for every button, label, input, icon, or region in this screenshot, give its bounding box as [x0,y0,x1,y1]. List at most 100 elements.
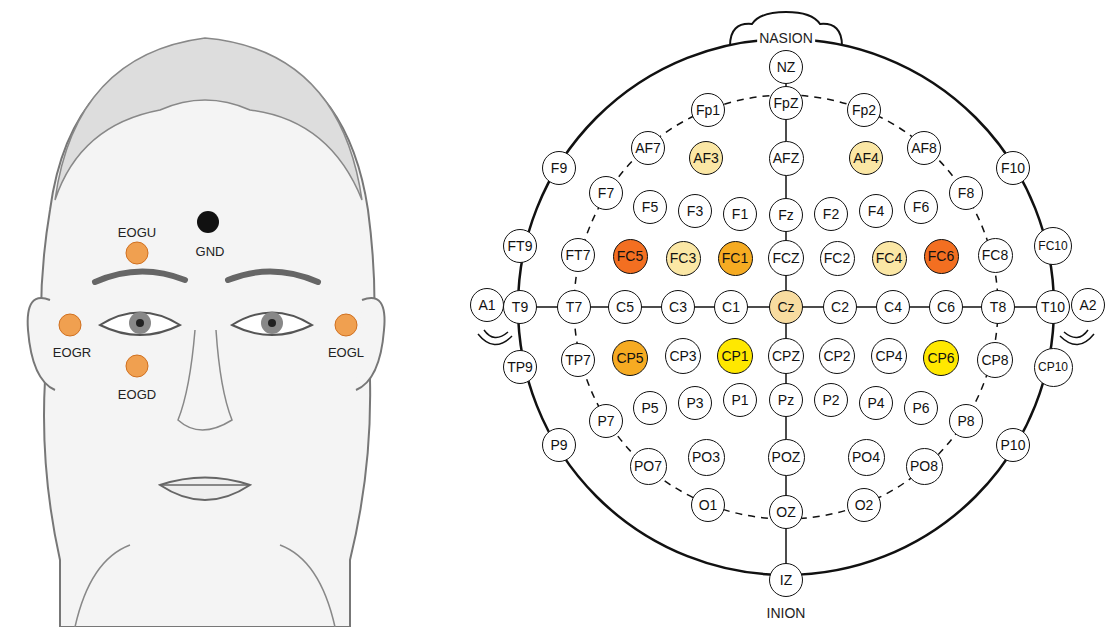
electrode-circle: T10 [1036,290,1070,324]
electrode-circle: Fp1 [691,93,725,127]
electrode-circle: C4 [876,290,910,324]
electrode-name: P7 [597,414,614,428]
electrode-circle: PO3 [688,439,725,476]
electrode-circle: P9 [542,428,576,462]
electrode-circle: F4 [859,194,893,228]
electrode-circle: CP4 [871,338,907,374]
electrode-label: EOGU [118,226,156,239]
electrode-name: Fp2 [852,103,876,117]
electrode-circle: PO8 [906,448,943,485]
electrode-name: F5 [642,200,658,214]
electrode-circle: AFZ [769,141,804,176]
landmark-label: INION [765,606,808,620]
electrode-circle: TP7 [561,343,595,377]
electrode-name: F7 [598,186,614,200]
electrode-circle: NZ [769,50,803,84]
electrode-name: CP2 [823,349,850,363]
electrode-name: CP4 [875,349,902,363]
electrode-circle: AF8 [907,131,941,165]
electrode-name: FC1 [722,251,748,265]
electrode-label: GND [196,245,225,258]
electrode-circle: FT9 [503,229,537,263]
electrode-circle: P3 [678,386,712,420]
electrode-circle: C1 [714,290,748,324]
electrode-circle: Cz [769,290,803,324]
electrode-name: A1 [478,298,495,312]
electrode-name: P2 [822,393,839,407]
electrode-name: CP5 [616,351,643,365]
electrode-circle: CP10 [1034,348,1073,387]
electrode-circle: CP6 [923,340,959,376]
electrode-name: Fp1 [696,103,720,117]
electrode-name: POZ [772,450,801,464]
electrode-name: P6 [912,401,929,415]
electrode-name: IZ [780,573,792,587]
electrode-name: O2 [855,498,874,512]
electrode-name: F9 [551,161,567,175]
electrode-name: F10 [1001,161,1025,175]
electrode-circle: F3 [678,194,712,228]
electrode-name: F1 [732,207,748,221]
electrode-circle: P10 [996,428,1030,462]
electrode-name: O1 [699,498,718,512]
electrode-name: OZ [776,505,795,519]
electrode-circle: FC8 [978,238,1013,273]
electrode-circle: A2 [1071,288,1105,322]
electrode-name: FC8 [982,248,1008,262]
electrode-name: FC3 [670,251,696,265]
electrode-circle: CPZ [768,338,804,374]
electrode-name: F8 [958,186,974,200]
electrode-circle: FC2 [820,241,855,276]
electrode-circle: P5 [633,391,667,425]
electrode-name: FCZ [772,251,799,265]
landmark-label: NASION [757,31,815,45]
electrode-name: FT9 [508,239,533,253]
electrode-name: FT7 [566,248,591,262]
electrode-name: TP7 [565,353,591,367]
electrode-circle: PO4 [848,439,885,476]
electrode-circle: FC5 [613,239,648,274]
electrode-circle: F9 [542,151,576,185]
electrode-circle: P2 [814,383,848,417]
electrode-name: CP6 [927,351,954,365]
electrode-circle: POZ [768,439,805,476]
electrode-circle: CP3 [665,338,701,374]
electrode-circle: C2 [823,290,857,324]
electrode-name: PO7 [634,459,662,473]
electrode-circle: CP2 [819,338,855,374]
electrode-label: EOGL [328,346,364,359]
electrode-name: Cz [777,300,794,314]
electrode-circle: T9 [503,290,537,324]
electrode-circle: F8 [949,176,983,210]
electrode-name: P9 [550,438,567,452]
electrode-name: F4 [868,204,884,218]
electrode-name: F3 [687,204,703,218]
electrode-circle: TP9 [503,350,537,384]
electrode-name: C5 [616,300,634,314]
electrode-circle: CP8 [977,342,1013,378]
electrode-circle: C3 [661,290,695,324]
electrode-circle: FC10 [1034,227,1072,265]
electrode-name: AF3 [693,151,719,165]
electrode-circle: PO7 [630,448,667,485]
electrode-name: CPZ [772,349,800,363]
electrode-circle: O1 [691,488,725,522]
electrode-name: P10 [1001,438,1026,452]
electrode-name: F2 [823,207,839,221]
electrode-circle: FC1 [718,241,753,276]
electrode-circle: F5 [633,190,667,224]
electrode-circle: AF4 [849,141,883,175]
electrode-circle: Fz [769,198,803,232]
electrode-circle: O2 [847,488,881,522]
electrode-name: AFZ [773,151,799,165]
electrode-circle: C5 [608,290,642,324]
electrode-name: PO8 [910,459,938,473]
electrode-circle: OZ [769,495,803,529]
electrode-circle: P8 [949,404,983,438]
electrode-name: P3 [686,396,703,410]
electrode-name: NZ [777,60,796,74]
electrode-name: C4 [884,300,902,314]
electrode-circle: F7 [589,176,623,210]
electrode-circle: P7 [589,404,623,438]
electrode-name: C2 [831,300,849,314]
